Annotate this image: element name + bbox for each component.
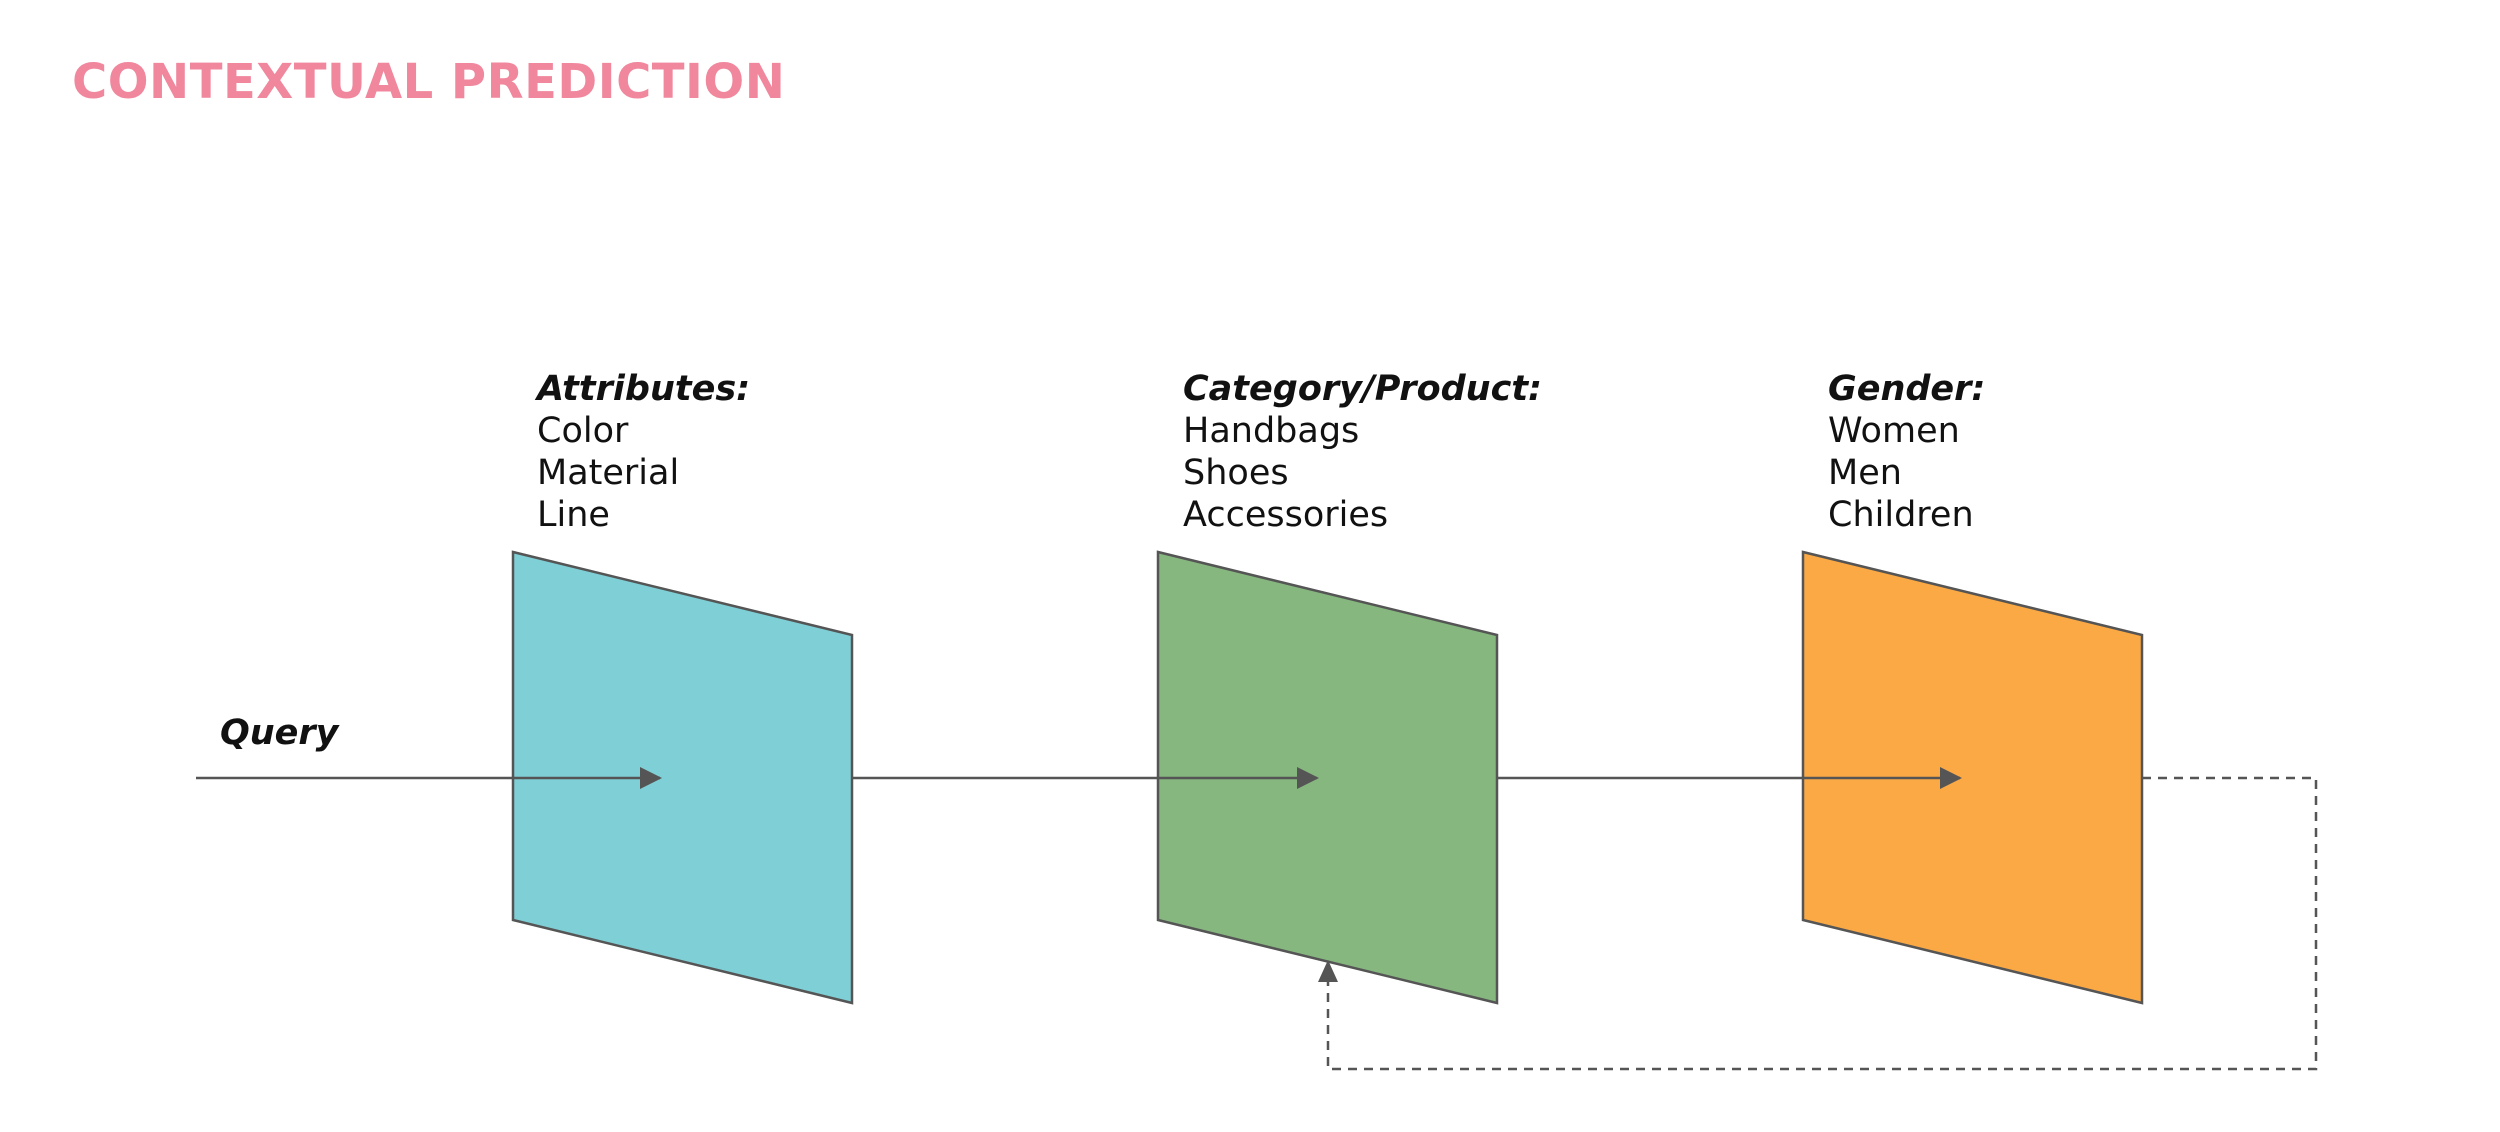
gender-item-children: Children <box>1828 495 1974 535</box>
gender-text-block: Gender: Women Men Children <box>1828 368 1985 536</box>
arrowhead-1 <box>640 767 662 789</box>
arrowhead-3 <box>1940 767 1962 789</box>
category-heading: Category/Product: <box>1183 369 1543 409</box>
gender-item-men: Men <box>1828 453 1902 493</box>
gender-panel <box>1801 550 2144 1005</box>
category-text-block: Category/Product: Handbags Shoes Accesso… <box>1183 368 1542 536</box>
feedback-loop-arrow <box>1326 776 2318 1071</box>
attribute-item-color: Color <box>537 411 629 451</box>
attribute-item-line: Line <box>537 495 610 535</box>
attribute-item-material: Material <box>537 453 680 493</box>
page-title: CONTEXTUAL PREDICTION <box>72 54 786 110</box>
gender-item-women: Women <box>1828 411 1960 451</box>
attributes-text-block: Attributes: Color Material Line <box>537 368 750 536</box>
category-item-shoes: Shoes <box>1183 453 1289 493</box>
feedback-arrowhead <box>1318 960 1338 982</box>
category-item-handbags: Handbags <box>1183 411 1360 451</box>
attributes-panel <box>511 550 854 1005</box>
arrowhead-2 <box>1297 767 1319 789</box>
attributes-heading: Attributes: <box>537 369 751 409</box>
query-label: Query <box>220 713 339 753</box>
category-item-accessories: Accessories <box>1183 495 1389 535</box>
gender-heading: Gender: <box>1828 369 1986 409</box>
category-product-panel <box>1156 550 1499 1005</box>
